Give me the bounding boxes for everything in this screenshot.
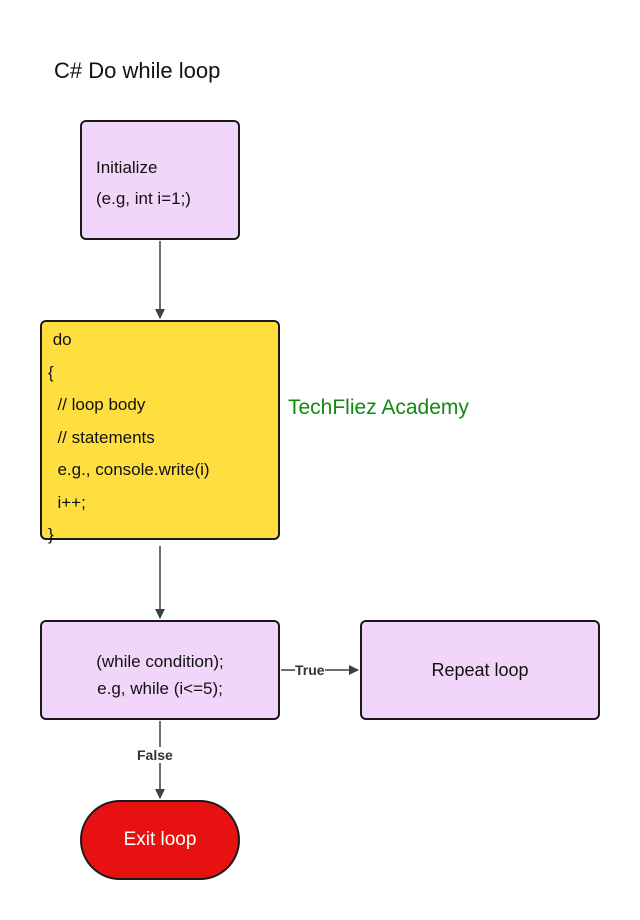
- do-block-line: {: [48, 362, 54, 382]
- while-condition-line: e.g, while (i<=5);: [97, 679, 223, 698]
- do-block-node: do { // loop body // statements e.g., co…: [40, 320, 280, 544]
- while-condition-node: (while condition); e.g, while (i<=5);: [40, 620, 280, 720]
- exit-loop-node: Exit loop: [80, 800, 240, 880]
- do-block-line: }: [48, 525, 54, 544]
- true-edge-label: True: [295, 662, 325, 678]
- watermark-text: TechFliez Academy: [288, 396, 469, 419]
- do-block-line: e.g., console.write(i): [48, 460, 210, 479]
- do-block-line: // statements: [48, 427, 155, 447]
- exit-loop-label: Exit loop: [123, 829, 197, 850]
- false-edge-label: False: [137, 747, 173, 763]
- repeat-loop-label: Repeat loop: [431, 659, 529, 680]
- initialize-node: Initialize (e.g, int i=1;): [80, 120, 240, 240]
- do-block-line: // loop body: [48, 395, 146, 414]
- repeat-loop-node: Repeat loop: [360, 620, 600, 720]
- do-block-line: do: [48, 330, 72, 349]
- initialize-line: (e.g, int i=1;): [96, 189, 191, 208]
- diagram-title: C# Do while loop: [54, 58, 221, 83]
- while-condition-line: (while condition);: [96, 652, 224, 671]
- initialize-line: Initialize: [96, 158, 158, 177]
- do-block-line: i++;: [48, 492, 86, 512]
